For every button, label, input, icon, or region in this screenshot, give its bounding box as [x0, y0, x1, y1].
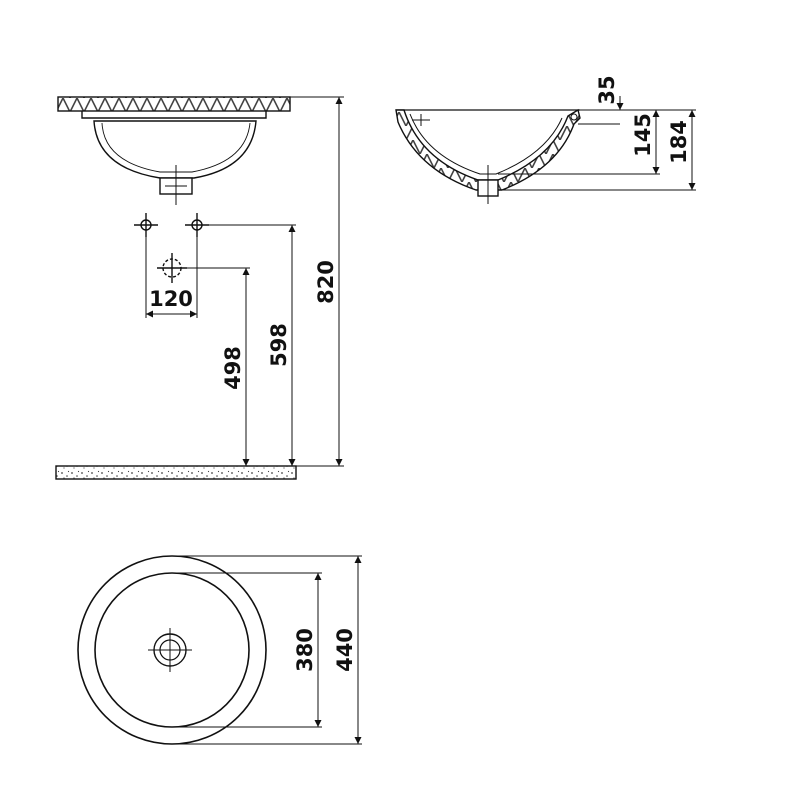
basin-bowl-front [93, 120, 257, 179]
tap-hole-right [185, 213, 209, 237]
label-total-height: 184 [667, 120, 691, 164]
label-tap-spacing: 120 [149, 287, 193, 311]
label-rim-thickness: 35 [595, 75, 619, 104]
countertop [57, 96, 291, 112]
label-outer-diameter: 440 [333, 628, 357, 672]
side-section-view [395, 96, 696, 204]
label-mount-height: 598 [267, 323, 291, 367]
front-view [55, 96, 344, 480]
label-drain-height: 498 [221, 346, 245, 390]
label-bowl-depth: 145 [631, 113, 655, 157]
drain-icon [148, 628, 192, 672]
basin-front-outline [81, 111, 267, 119]
label-inner-diameter: 380 [293, 628, 317, 672]
floor-line [55, 465, 297, 480]
label-overall-height: 820 [314, 260, 338, 304]
top-view [77, 555, 362, 745]
side-bowl-section [395, 108, 581, 191]
tap-hole-left [134, 213, 158, 237]
drain-hole-mark [157, 253, 187, 283]
